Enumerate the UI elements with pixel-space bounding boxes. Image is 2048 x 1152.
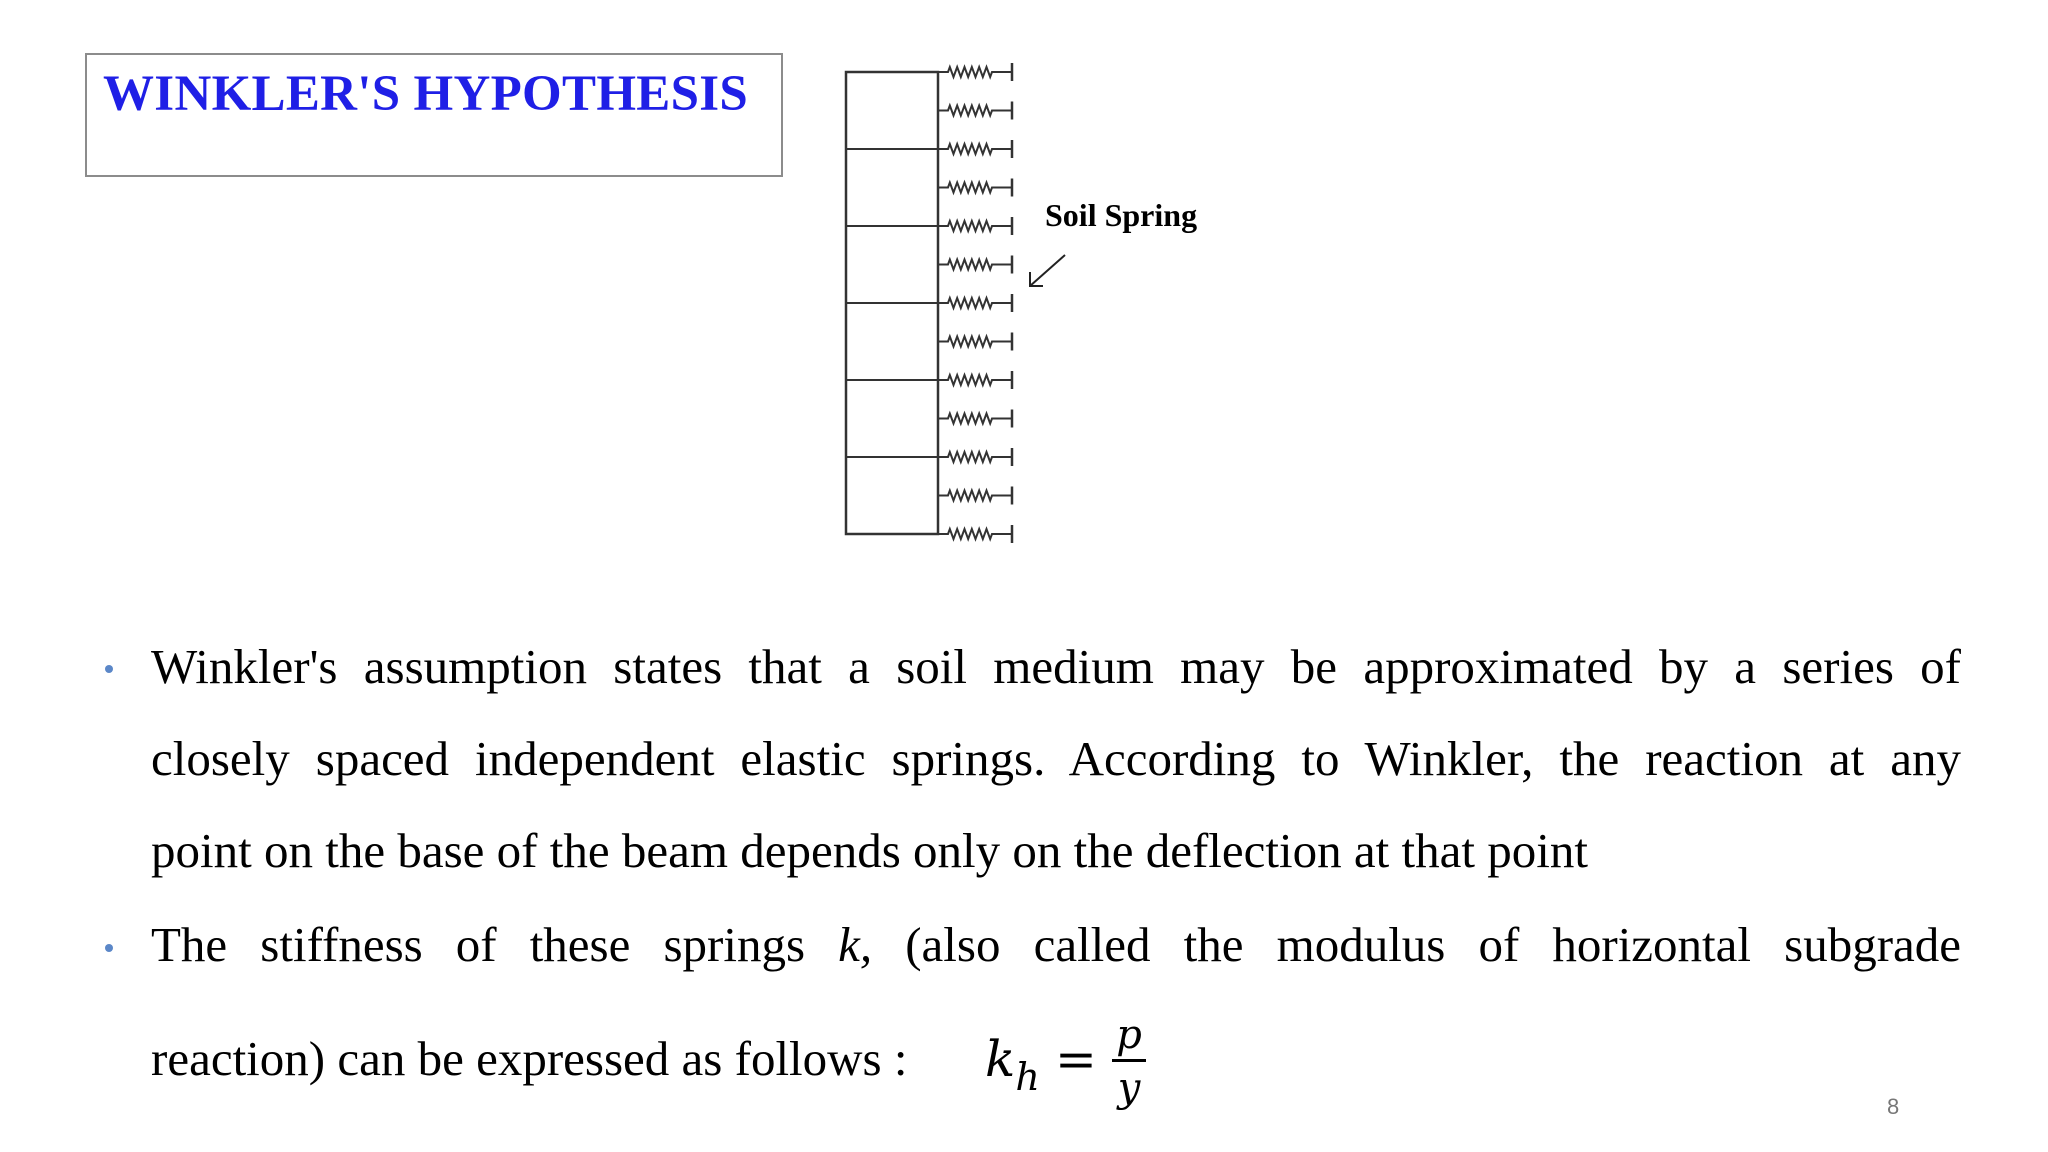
formula-denominator: y [1117, 1065, 1141, 1111]
title-box: WINKLER'S HYPOTHESIS [85, 53, 783, 177]
formula-sub-h: h [1015, 1055, 1040, 1099]
soil-spring [938, 217, 1014, 235]
bullet-2-text-b: (also called the modulus of horizontal s… [905, 917, 1962, 972]
soil-spring [938, 448, 1014, 466]
fraction-bar [1112, 1059, 1146, 1062]
page-number: 8 [1887, 1094, 1900, 1119]
label-arrow [1029, 254, 1066, 287]
formula-lhs: kh [985, 1030, 1040, 1099]
bullet-1-line-3: point on the base of the beam depends on… [151, 823, 1588, 878]
slide-title: WINKLER'S HYPOTHESIS [103, 66, 749, 122]
soil-spring [938, 486, 1014, 505]
bullet-1-line-2: closely spaced independent elastic sprin… [151, 731, 1961, 786]
formula-k: k [985, 1030, 1016, 1088]
soil-spring [938, 332, 1014, 351]
soil-spring [938, 255, 1014, 274]
bullet-2-line-2: reaction) can be expressed as follows : [151, 1031, 908, 1086]
soil-spring [938, 525, 1014, 543]
soil-spring [938, 178, 1014, 197]
soil-spring [938, 63, 1014, 81]
bullet-dot [105, 665, 113, 673]
soil-spring-label: Soil Spring [1045, 197, 1198, 233]
soil-spring [938, 101, 1014, 120]
bullet-1-line-1: Winkler's assumption states that a soil … [151, 639, 1961, 694]
formula-numerator: p [1116, 1012, 1142, 1058]
soil-spring [938, 371, 1014, 389]
soil-spring [938, 140, 1014, 158]
bullet-2-text-a: The stiffness of these springs [151, 917, 806, 972]
bullet-dot [105, 944, 113, 952]
k-variable: k, [838, 917, 873, 972]
bullet-2-line-1: The stiffness of these springs k, (also … [151, 920, 1961, 969]
spring-beam-figure [844, 63, 1066, 543]
formula-fraction: p y [1112, 1013, 1146, 1110]
winkler-diagram [840, 50, 1240, 560]
soil-spring [938, 294, 1014, 312]
soil-spring [938, 409, 1014, 428]
formula-equals: = [1055, 1030, 1097, 1088]
